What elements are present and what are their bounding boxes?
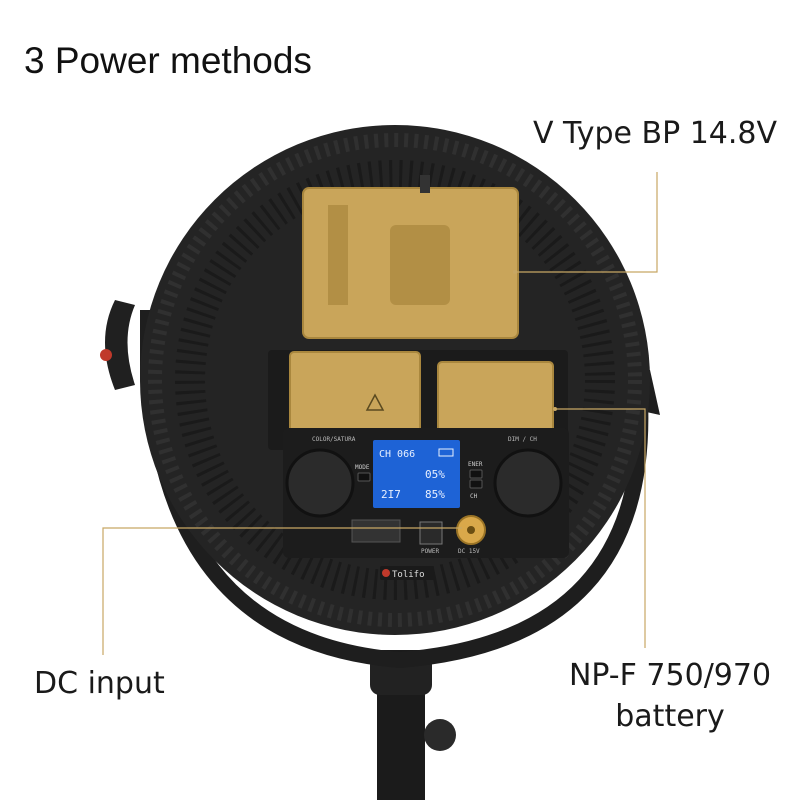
brand-name: Tolifo	[392, 570, 425, 580]
warning-icon	[365, 393, 385, 411]
lcd-percent-top: 05%	[425, 468, 445, 481]
brand-logo-icon	[382, 569, 390, 577]
label-color-satura: COLOR/SATURA	[312, 436, 356, 443]
label-enter: ENER	[468, 461, 483, 468]
lcd-channel: CH 066	[379, 449, 415, 460]
label-dim-ch: DIM / CH	[508, 436, 537, 443]
page-title: 3 Power methods	[24, 40, 312, 81]
color-dial[interactable]	[285, 448, 355, 518]
left-knob	[105, 300, 135, 390]
lcd-screen	[373, 440, 460, 508]
npf-battery-left	[289, 351, 421, 438]
ethernet-ports	[351, 519, 401, 543]
callout-npf: NP-F 750/970 battery	[550, 656, 790, 737]
leader-line-dc	[102, 527, 462, 655]
label-dc-in: DC 15V	[458, 548, 480, 555]
stand-knob	[424, 719, 456, 751]
callout-vtype: V Type BP 14.8V	[533, 116, 778, 151]
leader-dot-npf	[553, 407, 557, 411]
brand-plate	[380, 566, 434, 580]
leader-dot-vtype	[513, 270, 517, 274]
dc-input-pin	[467, 526, 475, 534]
lcd-percent-bottom: 85%	[425, 488, 445, 501]
label-power: POWER	[421, 548, 439, 555]
power-switch[interactable]	[419, 521, 443, 545]
vent-ring-inner	[175, 160, 615, 600]
callout-dc-input: DC input	[34, 666, 165, 701]
lcd-temp: 2I7	[381, 488, 401, 501]
v-mount-rail-left	[328, 205, 348, 305]
label-ch: CH	[470, 493, 478, 500]
mode-button[interactable]	[357, 472, 371, 482]
ch-button[interactable]	[469, 479, 483, 489]
leader-line-vtype	[515, 172, 658, 273]
callout-npf-line2: battery	[615, 698, 725, 734]
vent-ring-outer	[148, 133, 642, 627]
leader-line-npf	[555, 408, 646, 648]
dim-dial[interactable]	[493, 448, 563, 518]
lcd-battery-icon	[438, 448, 454, 457]
left-knob-red-button	[100, 349, 112, 361]
label-mode: MODE	[355, 464, 370, 471]
callout-npf-line1: NP-F 750/970	[568, 658, 772, 693]
enter-button[interactable]	[469, 469, 483, 479]
v-mount-latch	[420, 175, 430, 193]
v-mount-contact	[390, 225, 450, 305]
